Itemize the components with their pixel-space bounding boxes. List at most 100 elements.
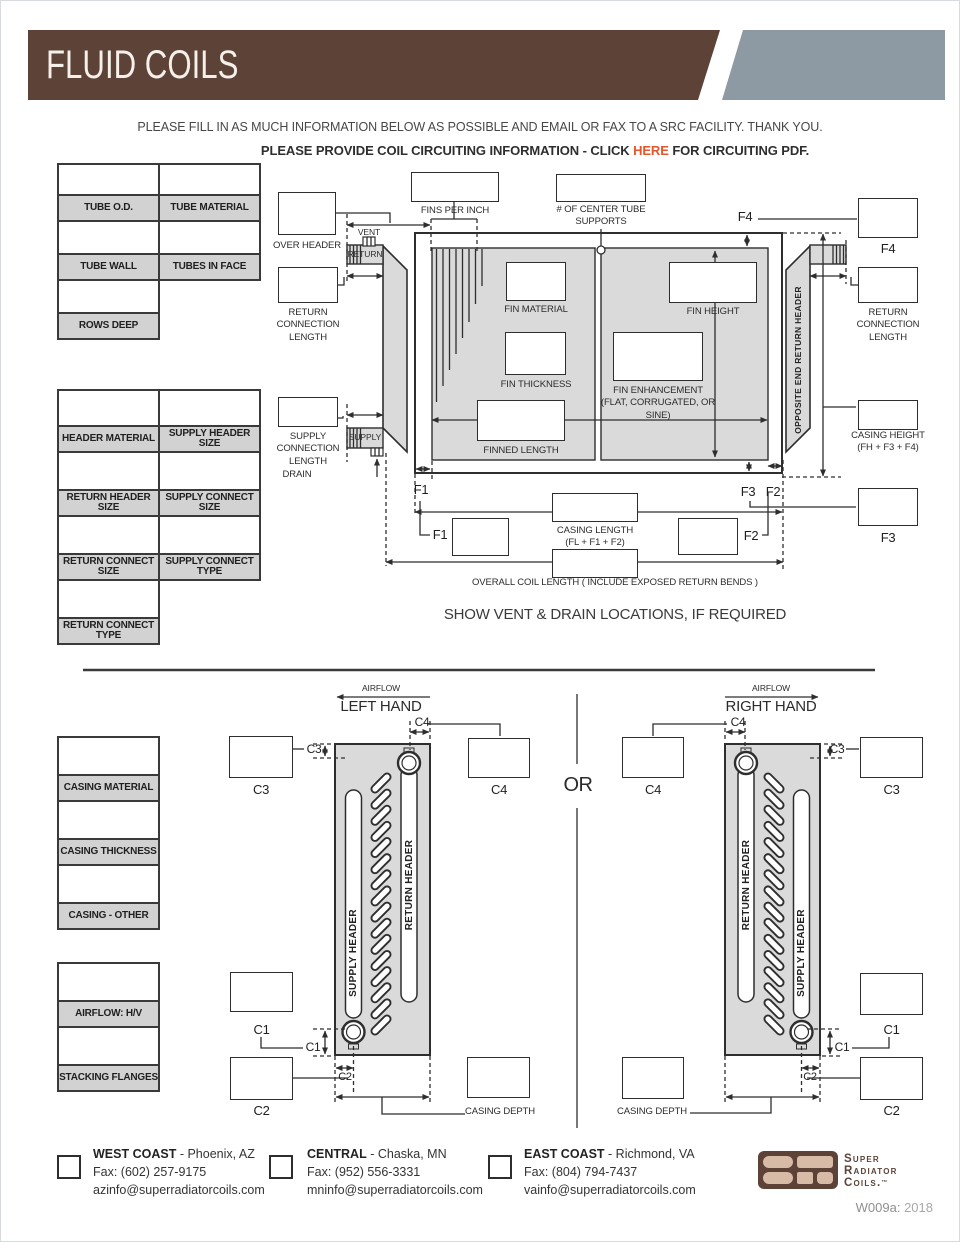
c4-right-box-label: C4 xyxy=(644,782,662,797)
f3-input[interactable] xyxy=(858,488,918,526)
return-connection-length-right-input[interactable] xyxy=(858,267,918,303)
office-location: - Phoenix, AZ xyxy=(179,1147,255,1161)
logo-tm: ™ xyxy=(881,1180,889,1186)
f3-box-label: F3 xyxy=(880,530,896,545)
airflow-right-label: AIRFLOW xyxy=(751,683,791,693)
f1-box-label: F1 xyxy=(432,527,448,542)
tubes-in-face-input[interactable] xyxy=(158,220,261,255)
c1-right-input[interactable] xyxy=(860,973,923,1015)
supply-connect-type-label: SUPPLY CONNECT TYPE xyxy=(158,553,261,581)
casing-height-label: CASING HEIGHT (FH + F3 + F4) xyxy=(838,430,938,455)
drain-label: DRAIN xyxy=(282,469,312,480)
office-email[interactable]: mninfo@superradiatorcoils.com xyxy=(307,1183,483,1197)
left-hand-coil xyxy=(334,743,431,1056)
casing-depth-right-input[interactable] xyxy=(622,1057,684,1099)
fin-lines xyxy=(435,249,483,402)
c1-right-dim-label: C1 xyxy=(834,1040,850,1054)
right-hand-coil xyxy=(724,743,821,1056)
logo-line-1: Super xyxy=(844,1153,880,1165)
fin-material-input[interactable] xyxy=(506,262,566,301)
fin-height-input[interactable] xyxy=(669,262,757,303)
casing-thickness-input[interactable] xyxy=(57,800,160,840)
supply-connection-length-input[interactable] xyxy=(278,397,338,427)
c1-left-input[interactable] xyxy=(230,972,293,1012)
c2-left-input[interactable] xyxy=(230,1057,293,1100)
f4-input[interactable] xyxy=(858,198,918,238)
fins-per-inch-input[interactable] xyxy=(411,172,499,202)
tube-material-input[interactable] xyxy=(158,163,261,196)
f2-dim-label: F2 xyxy=(765,484,781,499)
east-coast-checkbox[interactable] xyxy=(488,1155,512,1179)
office-email[interactable]: vainfo@superradiatorcoils.com xyxy=(524,1183,696,1197)
casing-depth-left-input[interactable] xyxy=(467,1057,530,1098)
c3-left-input[interactable] xyxy=(229,736,293,778)
airflow-hv-input[interactable] xyxy=(57,962,160,1002)
c3-right-box-label: C3 xyxy=(883,782,900,797)
office-location: - Chaska, MN xyxy=(370,1147,447,1161)
casing-material-label: CASING MATERIAL xyxy=(57,774,160,802)
west-coast-checkbox[interactable] xyxy=(57,1155,81,1179)
casing-length-input[interactable] xyxy=(552,493,638,522)
f2-input[interactable] xyxy=(678,518,738,555)
circuiting-instructions: PLEASE PROVIDE COIL CIRCUITING INFORMATI… xyxy=(110,143,960,158)
c4-right-input[interactable] xyxy=(622,737,684,778)
return-header-size-input[interactable] xyxy=(57,451,160,491)
tube-od-input[interactable] xyxy=(57,163,160,196)
office-name: CENTRAL xyxy=(307,1147,367,1161)
supply-connect-type-input[interactable] xyxy=(158,515,261,555)
tube-wall-input[interactable] xyxy=(57,220,160,255)
return-connect-size-label: RETURN CONNECT SIZE xyxy=(57,553,160,581)
c2-right-input[interactable] xyxy=(860,1057,923,1100)
brand-banner xyxy=(28,30,720,100)
casing-length-label: CASING LENGTH (FL + F1 + F2) xyxy=(535,525,655,550)
near-end-header xyxy=(346,236,408,457)
office-west-coast: WEST COAST - Phoenix, AZ Fax: (602) 257-… xyxy=(93,1145,278,1199)
supply-connection-circle xyxy=(341,1019,366,1045)
office-location: - Richmond, VA xyxy=(608,1147,695,1161)
finned-length-label: FINNED LENGTH xyxy=(483,445,559,456)
supply-connect-size-input[interactable] xyxy=(158,451,261,491)
header-material-label: HEADER MATERIAL xyxy=(57,425,160,453)
c3-right-input[interactable] xyxy=(860,737,923,778)
supply-header-size-label: SUPPLY HEADER SIZE xyxy=(158,425,261,453)
finned-length-input[interactable] xyxy=(477,400,565,441)
return-connection-length-left-input[interactable] xyxy=(278,267,338,303)
office-east-coast: EAST COAST - Richmond, VA Fax: (804) 794… xyxy=(524,1145,709,1199)
left-hand-dimensions xyxy=(260,694,501,1115)
page-title: FLUID COILS xyxy=(46,43,239,87)
src-logo-icon xyxy=(758,1151,838,1189)
over-header-input[interactable] xyxy=(278,192,336,235)
supply-header-size-input[interactable] xyxy=(158,389,261,427)
circuiting-text-after: FOR CIRCUITING PDF. xyxy=(672,143,810,158)
f4-dim-label: F4 xyxy=(737,209,753,224)
over-header-label: OVER HEADER xyxy=(272,240,342,251)
circuiting-pdf-link[interactable]: HERE xyxy=(633,143,669,158)
coil-tubes xyxy=(370,772,392,1036)
casing-other-input[interactable] xyxy=(57,864,160,904)
c4-left-input[interactable] xyxy=(468,738,530,778)
overall-length-input[interactable] xyxy=(552,549,638,578)
fin-thickness-input[interactable] xyxy=(505,332,566,375)
return-connect-type-input[interactable] xyxy=(57,579,160,619)
return-connect-size-input[interactable] xyxy=(57,515,160,555)
fin-enhancement-input[interactable] xyxy=(613,332,703,381)
f1-input[interactable] xyxy=(452,518,509,556)
casing-material-input[interactable] xyxy=(57,736,160,776)
casing-depth-left-label: CASING DEPTH xyxy=(464,1106,536,1117)
center-tube-supports-input[interactable] xyxy=(556,174,646,202)
casing-depth-right-label: CASING DEPTH xyxy=(616,1106,688,1117)
f4-box-label: F4 xyxy=(880,241,896,256)
header-material-input[interactable] xyxy=(57,389,160,427)
coil-tubes xyxy=(763,772,785,1036)
c2-left-dim-label: C2 xyxy=(338,1071,352,1083)
return-header-right-label: RETURN HEADER xyxy=(740,839,752,931)
central-checkbox[interactable] xyxy=(269,1155,293,1179)
casing-other-label: CASING - OTHER xyxy=(57,902,160,930)
rows-deep-input[interactable] xyxy=(57,279,160,314)
casing-height-title: CASING HEIGHT xyxy=(851,430,925,441)
logo-line-2: Radiator xyxy=(844,1165,898,1177)
office-email[interactable]: azinfo@superradiatorcoils.com xyxy=(93,1183,265,1197)
stacking-flanges-input[interactable] xyxy=(57,1026,160,1066)
casing-height-input[interactable] xyxy=(858,400,918,430)
